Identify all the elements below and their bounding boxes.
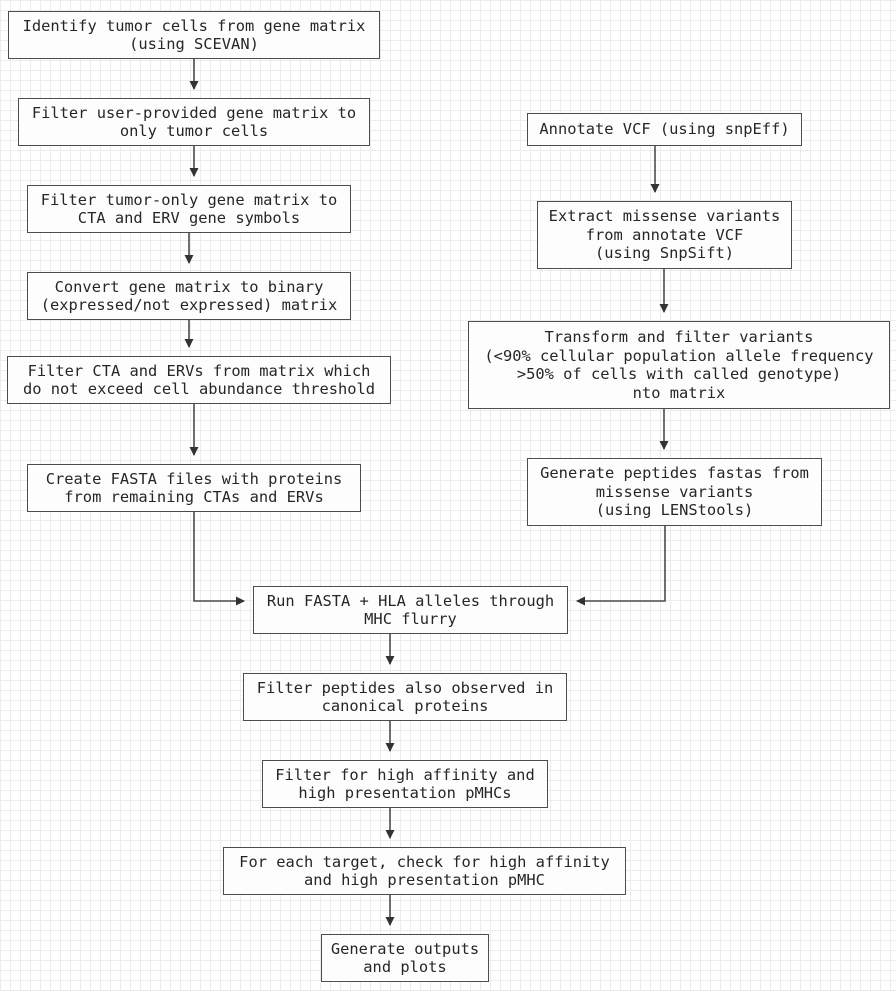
node-generate-outputs[interactable]: Generate outputs and plots [321,934,489,982]
node-label: Filter CTA and ERVs from matrix which do… [22,361,376,399]
node-create-fasta-files[interactable]: Create FASTA files with proteins from re… [27,464,361,512]
node-label: Transform and filter variants (<90% cell… [484,328,874,402]
node-filter-cta-erv-symbols[interactable]: Filter tumor-only gene matrix to CTA and… [27,185,351,233]
edge-fasta-to-mhcflurry [193,512,245,606]
node-label: Run FASTA + HLA alleles through MHC flur… [266,591,555,629]
node-filter-cell-abundance[interactable]: Filter CTA and ERVs from matrix which do… [7,356,391,404]
node-run-mhcflurry[interactable]: Run FASTA + HLA alleles through MHC flur… [253,586,568,634]
node-label: Extract missense variants from annotate … [548,207,781,263]
node-check-per-target[interactable]: For each target, check for high affinity… [223,847,626,895]
node-label: Convert gene matrix to binary (expressed… [40,277,338,315]
node-label: Identify tumor cells from gene matrix (u… [22,16,366,54]
node-filter-affinity-presentation[interactable]: Filter for high affinity and high presen… [262,760,548,808]
node-label: Filter user-provided gene matrix to only… [31,103,357,141]
node-label: Filter tumor-only gene matrix to CTA and… [40,190,338,228]
node-label: For each target, check for high affinity… [239,852,610,890]
node-label: Generate outputs and plots [330,939,480,977]
node-extract-missense-variants[interactable]: Extract missense variants from annotate … [537,201,792,269]
node-annotate-vcf[interactable]: Annotate VCF (using snpEff) [527,113,802,146]
edge-peptides-to-mhcflurry [576,526,666,606]
node-generate-peptide-fastas[interactable]: Generate peptides fastas from missense v… [527,458,822,526]
node-label: Filter peptides also observed in canonic… [256,678,554,716]
node-label: Annotate VCF (using snpEff) [539,120,790,139]
node-convert-binary-matrix[interactable]: Convert gene matrix to binary (expressed… [27,272,351,320]
node-filter-user-provided-matrix[interactable]: Filter user-provided gene matrix to only… [18,98,370,146]
node-label: Create FASTA files with proteins from re… [45,469,343,507]
node-label: Filter for high affinity and high presen… [275,765,535,803]
node-transform-filter-variants[interactable]: Transform and filter variants (<90% cell… [468,321,890,409]
node-label: Generate peptides fastas from missense v… [540,464,809,520]
node-filter-canonical-peptides[interactable]: Filter peptides also observed in canonic… [243,673,567,721]
node-identify-tumor-cells[interactable]: Identify tumor cells from gene matrix (u… [8,11,380,59]
